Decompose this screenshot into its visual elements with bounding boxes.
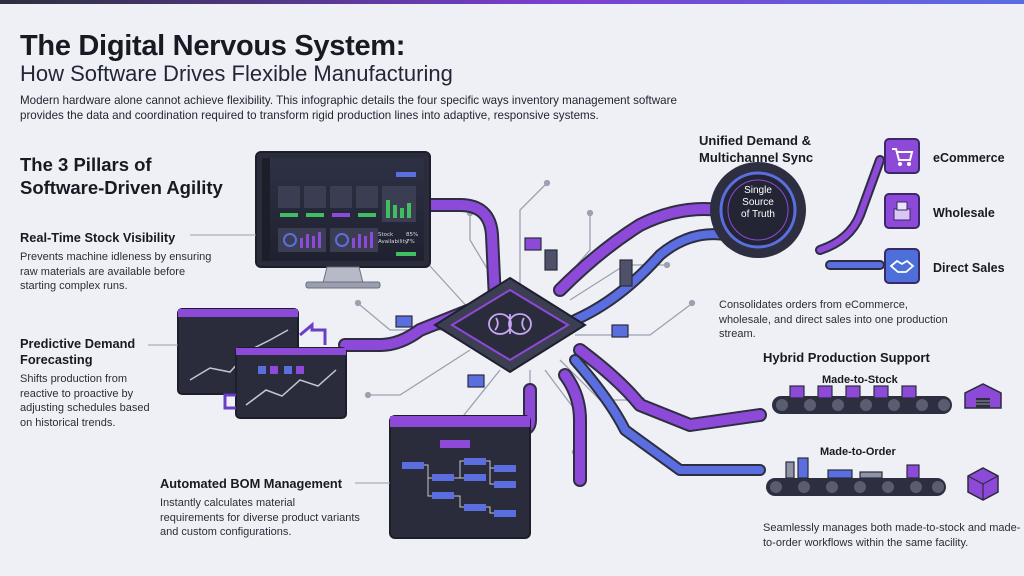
demand-sync-description: Consolidates orders from eCommerce, whol… <box>719 299 948 340</box>
page-title: The Digital Nervous System: <box>20 30 406 62</box>
pillar-description: Prevents machine idleness by ensuring ra… <box>20 251 212 292</box>
single-source-label: Single Source of Truth <box>741 185 775 220</box>
demand-sync-heading-line2: Multichannel Sync <box>699 150 814 165</box>
page-subtitle: How Software Drives Flexible Manufacturi… <box>20 61 453 86</box>
conveyor-mto <box>766 457 999 501</box>
made-to-order-label: Made-to-Order <box>820 446 896 458</box>
warehouse-icon <box>964 383 1002 409</box>
pillar-title-line1: Predictive Demand <box>20 336 136 351</box>
pillars-heading-line1: The 3 Pillars of <box>20 154 152 175</box>
handshake-icon <box>884 248 920 284</box>
single-source-hub <box>710 162 806 258</box>
intro-paragraph: Modern hardware alone cannot achieve fle… <box>20 94 677 122</box>
cpu-chip <box>433 276 587 374</box>
pillar-description: Instantly calculates material requiremen… <box>160 497 360 538</box>
pillar-title-line2: Forecasting <box>20 352 93 367</box>
bom-tablet <box>389 415 531 539</box>
hybrid-production-heading: Hybrid Production Support <box>763 350 930 365</box>
monitor-stock-label: Stock Availability <box>378 232 408 245</box>
leader-lines <box>148 234 390 484</box>
pillar-title: Automated BOM Management <box>160 476 343 491</box>
pillar-demand-forecasting: Predictive Demand Forecasting Shifts pro… <box>20 336 160 430</box>
channel-label-direct-sales: Direct Sales <box>933 261 1005 275</box>
demand-sync-heading: Unified Demand & Multichannel Sync <box>699 132 813 166</box>
package-icon <box>967 467 999 501</box>
hybrid-production-description: Seamlessly manages both made-to-stock an… <box>763 522 1021 549</box>
brain-icon <box>488 313 532 335</box>
pillar-stock-visibility: Real-Time Stock Visibility Prevents mach… <box>20 230 220 294</box>
isometric-blocks <box>395 237 633 388</box>
stock-monitor <box>255 151 431 289</box>
monitor-stock-values: 85% 7% <box>406 232 419 245</box>
channel-label-wholesale: Wholesale <box>933 206 995 220</box>
pillars-heading: The 3 Pillars of Software-Driven Agility <box>20 153 223 199</box>
boxes-icon <box>884 193 920 229</box>
forecast-screens <box>177 308 347 419</box>
shopping-cart-glyph <box>892 148 914 166</box>
pillar-title: Real-Time Stock Visibility <box>20 230 176 245</box>
pillar-bom-management: Automated BOM Management Instantly calcu… <box>160 476 360 540</box>
pillars-heading-line2: Software-Driven Agility <box>20 177 223 198</box>
boxes-glyph <box>893 201 911 221</box>
pillar-description: Shifts production from reactive to proac… <box>20 373 150 429</box>
conveyor-mts <box>772 383 1002 414</box>
shopping-cart-icon <box>884 138 920 174</box>
made-to-stock-label: Made-to-Stock <box>822 374 898 386</box>
channel-label-ecommerce: eCommerce <box>933 151 1005 165</box>
handshake-glyph <box>889 259 915 273</box>
demand-sync-heading-line1: Unified Demand & <box>699 133 811 148</box>
top-accent-bar <box>0 0 1024 4</box>
